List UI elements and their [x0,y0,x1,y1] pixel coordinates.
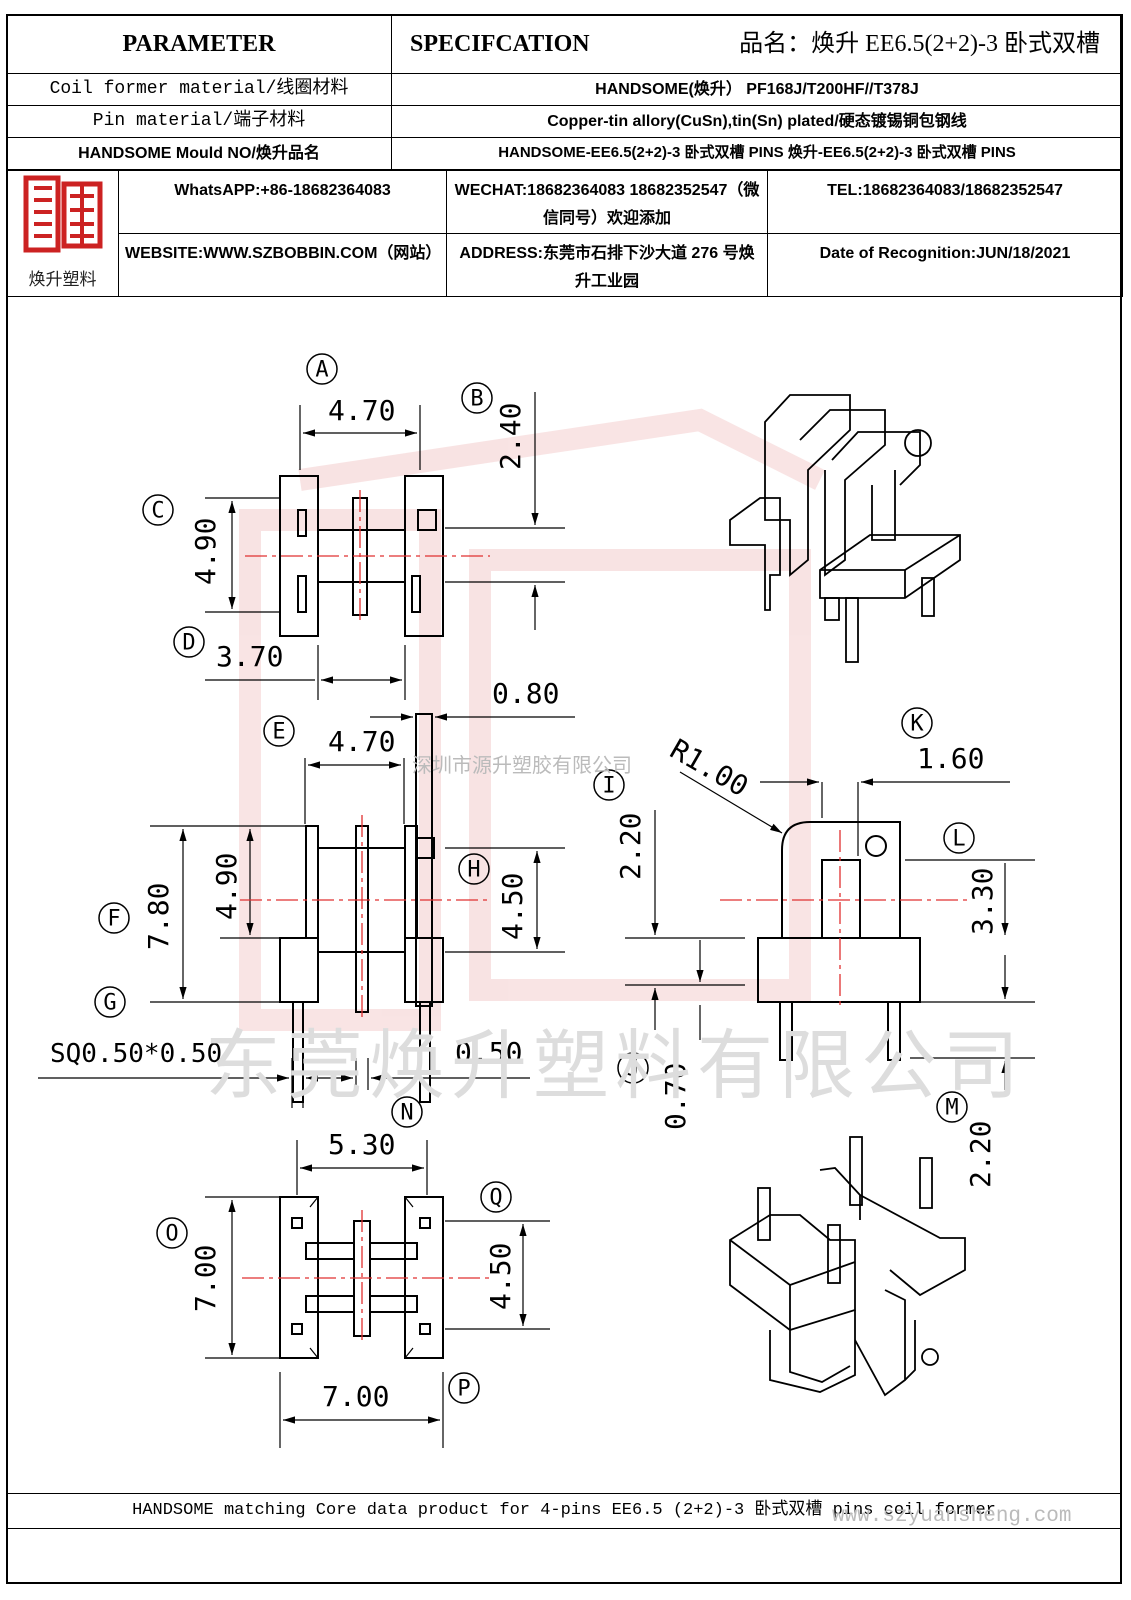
label-h: H [467,858,480,883]
centerlines [240,490,970,1345]
mould-no-value: HANDSOME-EE6.5(2+2)-3 卧式双槽 PINS 焕升-EE6.5… [391,137,1123,170]
dim-f: 7.80 [142,883,175,950]
label-g: G [103,991,116,1016]
label-b: B [470,387,483,412]
label-p: P [457,1377,470,1402]
label-d: D [182,631,195,656]
mould-no-label: HANDSOME Mould NO/焕升品名 [6,137,392,170]
product-name: 品名：焕升 EE6.5(2+2)-3 卧式双槽 [739,30,1100,57]
dim-d: 3.70 [216,640,283,673]
label-o: O [165,1222,178,1247]
parameter-heading: PARAMETER [6,14,392,74]
label-l: L [952,827,965,852]
dim-q: 4.50 [484,1243,517,1310]
spec-heading-cell: SPECIFCATION 品名：焕升 EE6.5(2+2)-3 卧式双槽 [391,14,1123,74]
watermark-company-small: 深圳市源升塑胶有限公司 [412,753,632,777]
dim-k: 1.60 [917,742,984,775]
dim-l: 3.30 [966,868,999,935]
background-logo-watermark [239,408,825,1031]
isometric-top [729,394,961,663]
recognition-date: Date of Recognition:JUN/18/2021 [767,233,1123,297]
label-c: C [151,499,164,524]
dim-e: 4.70 [328,725,395,758]
label-f: F [107,907,120,932]
watermark-url: www.szyuansheng.com [832,1505,1072,1528]
telephone: TEL:18682364083/18682352547 [767,170,1123,234]
dim-f2: 4.90 [210,853,243,920]
label-m: M [945,1096,958,1121]
company-info-table: 焕升塑料 WhatsAPP:+86-18682364083 WECHAT:186… [6,170,1123,297]
dim-b: 2.40 [494,403,527,470]
whatsapp: WhatsAPP:+86-18682364083 [118,170,447,234]
address: ADDRESS:东莞市石排下沙大道 276 号焕升工业园 [446,233,768,297]
isometric-bottom [729,1136,966,1397]
footer-note: HANDSOME matching Core data product for … [6,1493,1122,1529]
specification-heading: SPECIFCATION [410,30,590,57]
label-letters: A B C D E F G H I J K L M N O P Q [103,358,965,1402]
dim-m: 2.20 [964,1121,997,1188]
coil-material-label: Coil former material/线圈材料 [6,73,392,106]
dimension-values: 4.70 2.40 4.90 3.70 4.70 0.80 7.80 4.90 … [50,394,999,1413]
logo-seal-icon [23,175,102,252]
dim-g: SQ0.50*0.50 [50,1039,222,1069]
label-circles [94,353,975,1404]
dim-n: 5.30 [328,1128,395,1161]
dim-h: 4.50 [496,873,529,940]
label-j: J [626,1057,639,1082]
header-table: PARAMETER SPECIFCATION 品名：焕升 EE6.5(2+2)-… [6,14,1123,170]
front-view [38,713,575,1108]
pin-material-value: Copper-tin allory(CuSn),tin(Sn) plated/硬… [391,105,1123,138]
dim-a: 4.70 [328,394,395,427]
drawing-frame [6,14,1122,1584]
label-e: E [272,720,285,745]
dim-p: 7.00 [322,1380,389,1413]
dim-j: 0.70 [659,1063,692,1130]
dim-e2: 0.80 [492,677,559,710]
logo-caption: 焕升塑料 [28,269,97,290]
label-q: Q [489,1186,502,1211]
bottom-view [205,1140,550,1448]
label-a: A [315,358,328,383]
website: WEBSITE:WWW.SZBOBBIN.COM（网站） [118,233,447,297]
watermark-company-large: 东莞焕升塑料有限公司 [205,1021,1025,1110]
company-logo: 焕升塑料 [6,170,119,297]
dim-i: 2.20 [614,813,647,880]
side-view [625,771,1035,1090]
dim-o: 7.00 [189,1245,222,1312]
dim-g2: 0.50 [455,1036,522,1069]
label-n: N [400,1101,413,1126]
label-i: I [602,774,615,799]
dim-c: 4.90 [189,518,222,585]
dim-r: R1.00 [665,732,755,803]
label-k: K [910,712,924,737]
